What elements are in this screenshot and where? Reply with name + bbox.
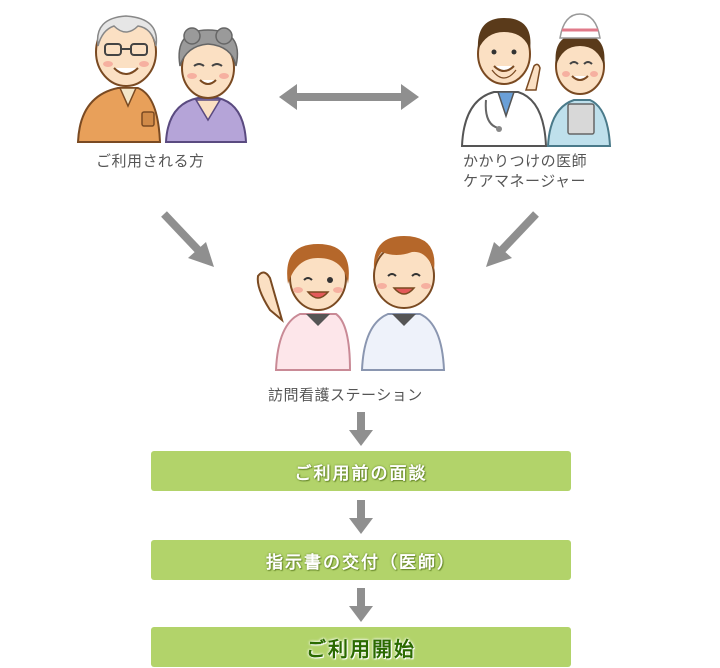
doctor-label: かかりつけの医師 bbox=[463, 152, 588, 170]
doctor-nurse-illustration bbox=[460, 13, 612, 147]
caremanager-label: ケアマネージャー bbox=[463, 172, 586, 190]
arrow-down-icon bbox=[349, 500, 373, 534]
arrow-down-icon bbox=[349, 588, 373, 622]
station-label: 訪問看護ステーション bbox=[268, 386, 423, 404]
double-arrow-icon bbox=[279, 84, 419, 110]
step-service-start: ご利用開始 bbox=[151, 627, 571, 667]
arrow-down-right-icon bbox=[161, 211, 214, 267]
arrow-down-icon bbox=[349, 412, 373, 446]
nursing-staff-illustration bbox=[256, 236, 446, 371]
arrow-down-left-icon bbox=[486, 211, 539, 267]
doctor-caremanager-label: かかりつけの医師 ケアマネージャー bbox=[463, 151, 587, 191]
elderly-couple-illustration bbox=[76, 15, 248, 143]
users-label: ご利用される方 bbox=[96, 152, 205, 170]
step-pre-consultation: ご利用前の面談 bbox=[151, 451, 571, 491]
step-instruction-issuance: 指示書の交付（医師） bbox=[151, 540, 571, 580]
